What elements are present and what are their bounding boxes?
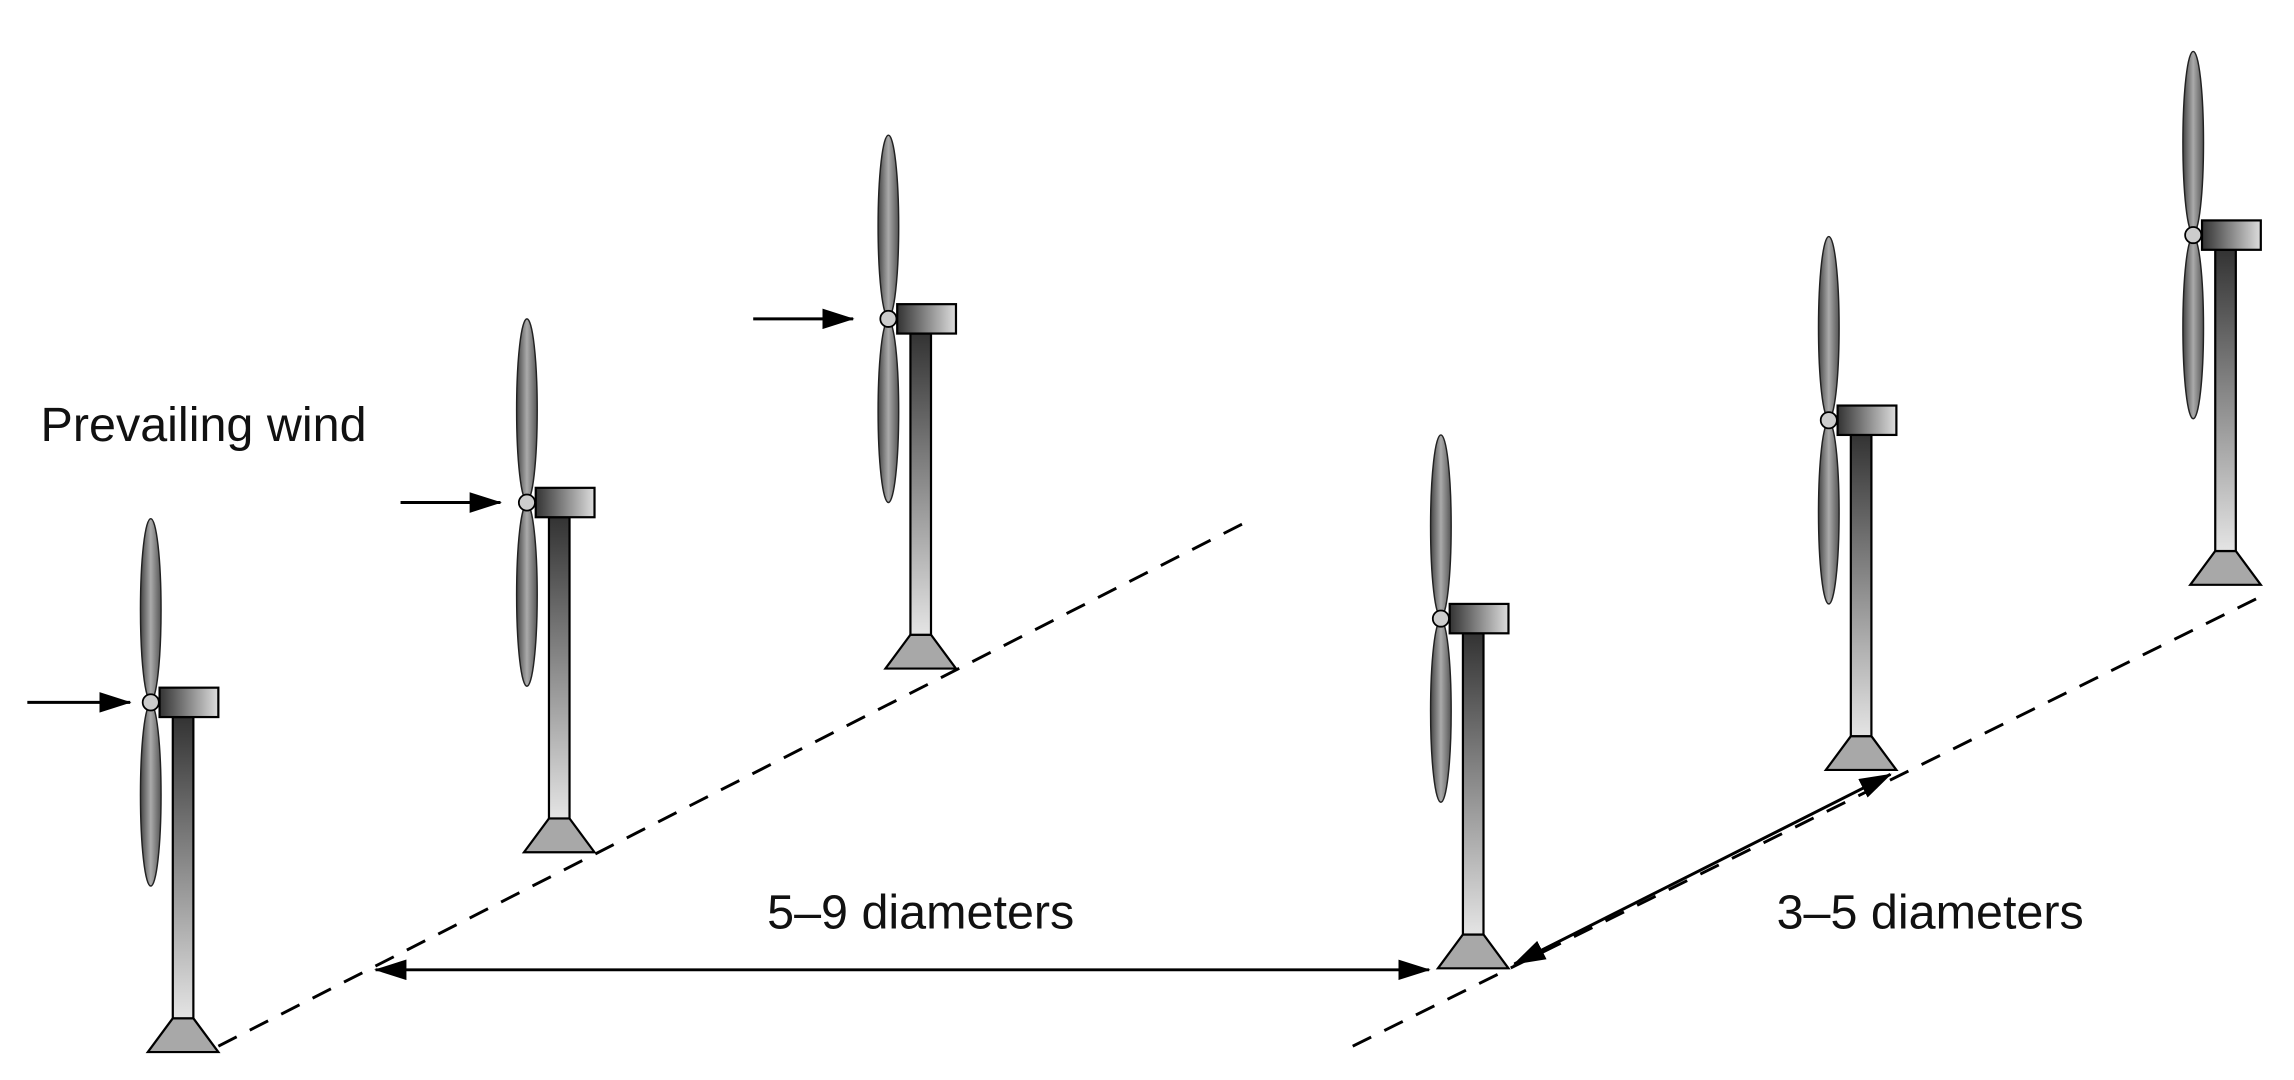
wind-turbine bbox=[1817, 235, 1899, 772]
turbine-base bbox=[145, 1017, 221, 1054]
turbine-nacelle bbox=[2200, 219, 2262, 251]
row-line-upwind bbox=[217, 520, 1248, 1048]
turbine-base bbox=[1823, 735, 1899, 772]
row-line-downwind bbox=[1352, 593, 2265, 1048]
turbine-blade bbox=[877, 319, 900, 504]
turbine-base bbox=[2188, 549, 2263, 586]
turbine-hub bbox=[141, 693, 160, 712]
turbine-nacelle bbox=[1836, 404, 1898, 437]
turbine-blade bbox=[515, 503, 538, 687]
turbine-base bbox=[1435, 933, 1511, 970]
turbine-blade bbox=[1429, 434, 1452, 618]
turbine-hub bbox=[517, 493, 536, 512]
turbine-blade bbox=[139, 703, 162, 887]
turbines bbox=[139, 50, 2263, 1054]
turbine-blade bbox=[1429, 619, 1452, 804]
turbine-spacing-label: 3–5 diameters bbox=[1777, 886, 2084, 940]
turbine-blade bbox=[877, 134, 900, 319]
turbine-blade bbox=[1817, 420, 1840, 605]
turbine-blade bbox=[2182, 235, 2205, 420]
turbine-hub bbox=[1819, 411, 1838, 430]
turbine-spacing-dimension-arrow bbox=[1513, 773, 1892, 966]
wind-turbine bbox=[515, 318, 597, 854]
turbine-tower bbox=[909, 332, 933, 636]
turbine-base bbox=[883, 633, 959, 670]
wind-turbine bbox=[877, 134, 959, 670]
wind-turbine bbox=[1429, 434, 1511, 970]
wind-turbine bbox=[139, 517, 221, 1054]
turbine-hub bbox=[879, 309, 898, 328]
turbine-nacelle bbox=[1448, 602, 1510, 635]
turbine-tower bbox=[547, 516, 571, 820]
turbine-tower bbox=[1461, 632, 1485, 936]
turbine-tower bbox=[171, 715, 195, 1020]
row-spacing-label: 5–9 diameters bbox=[767, 886, 1074, 940]
turbine-blade bbox=[139, 517, 162, 702]
wind-turbine bbox=[2182, 50, 2263, 586]
turbine-nacelle bbox=[896, 303, 958, 335]
prevailing-wind-label: Prevailing wind bbox=[41, 398, 367, 452]
turbine-hub bbox=[2184, 226, 2203, 245]
turbine-blade bbox=[2182, 50, 2205, 235]
turbine-blade bbox=[1817, 235, 1840, 420]
turbine-tower bbox=[1849, 433, 1873, 738]
turbine-blade bbox=[515, 318, 538, 502]
turbine-hub bbox=[1431, 609, 1450, 628]
turbine-tower bbox=[2214, 248, 2237, 553]
turbine-nacelle bbox=[158, 686, 220, 719]
wind-arrows bbox=[27, 308, 855, 713]
turbine-nacelle bbox=[534, 486, 596, 519]
turbine-base bbox=[521, 817, 597, 854]
